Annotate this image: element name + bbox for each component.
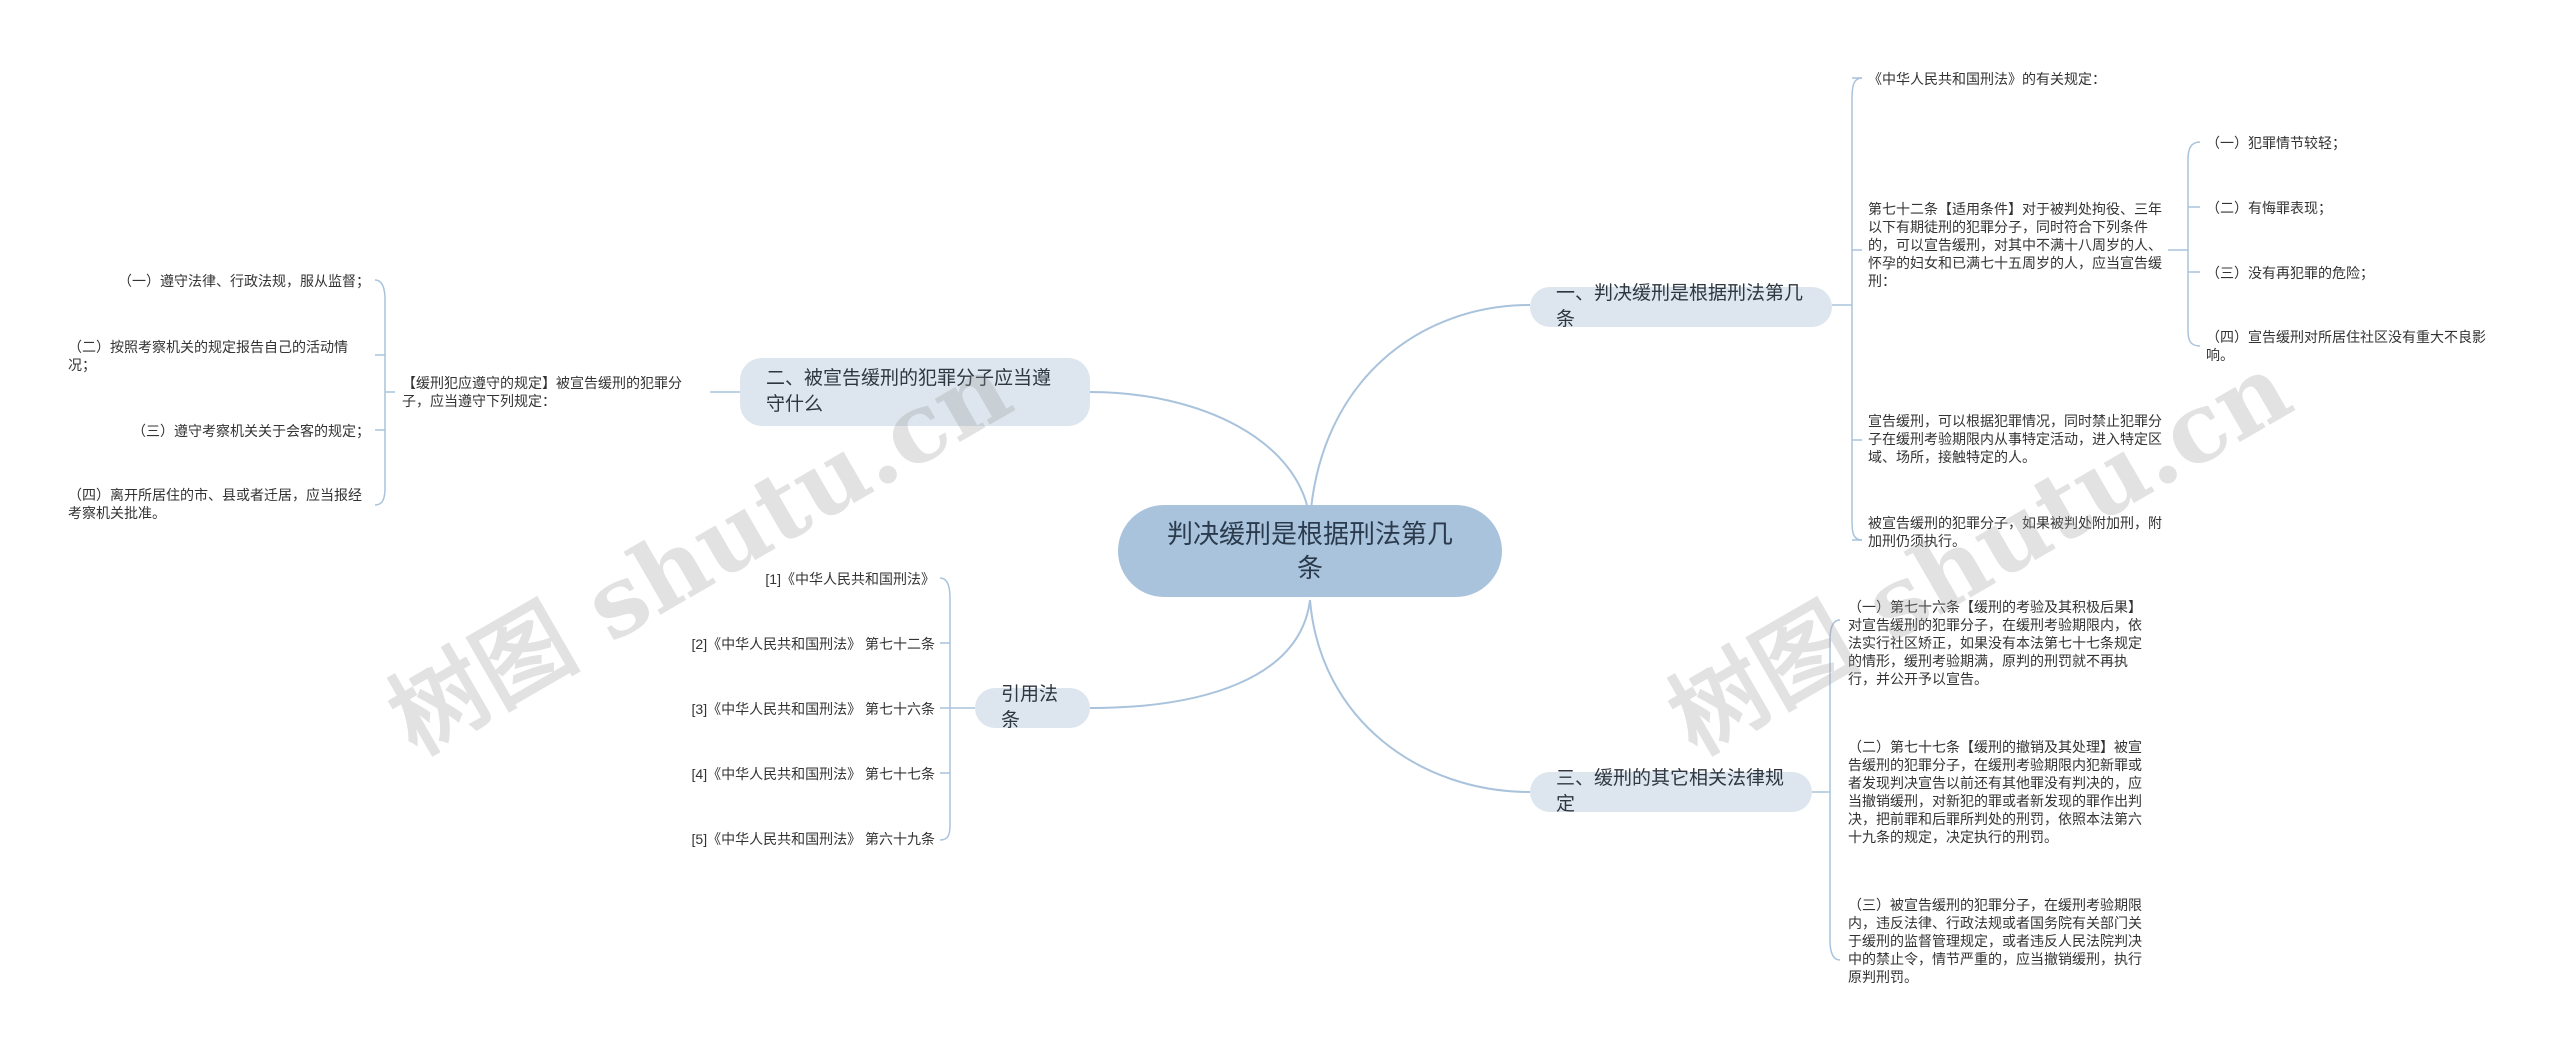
bracket-b1-sub — [2168, 141, 2201, 347]
b1-item-3[interactable]: 被宣告缓刑的犯罪分子，如果被判处附加刑，附加刑仍须执行。 — [1868, 515, 2162, 549]
b2-sub-item-3[interactable]: （四）离开所居住的市、县或者迁居，应当报经考察机关批准。 — [68, 487, 362, 521]
b4-item-1[interactable]: [2]《中华人民共和国刑法》 第七十二条 — [691, 636, 935, 652]
b4-item-2[interactable]: [3]《中华人民共和国刑法》 第七十六条 — [691, 701, 935, 717]
b3-item-1[interactable]: （二）第七十七条【缓刑的撤销及其处理】被宣告缓刑的犯罪分子，在缓刑考验期限内犯新… — [1848, 739, 2142, 845]
branch-1-label: 一、判决缓刑是根据刑法第几条 — [1556, 283, 1804, 330]
link-root-b2 — [1089, 391, 1311, 521]
b2-sub-item-1[interactable]: （二）按照考察机关的规定报告自己的活动情况； — [68, 339, 348, 373]
b1-sub-item-2[interactable]: （三）没有再犯罪的危险； — [2206, 265, 2374, 281]
b3-item-0[interactable]: （一）第七十六条【缓刑的考验及其积极后果】对宣告缓刑的犯罪分子，在缓刑考验期限内… — [1848, 599, 2142, 687]
link-root-b4 — [1089, 599, 1311, 709]
b4-item-4[interactable]: [5]《中华人民共和国刑法》 第六十九条 — [691, 831, 935, 847]
b1-item-2[interactable]: 宣告缓刑，可以根据犯罪情况，同时禁止犯罪分子在缓刑考验期限内从事特定活动，进入特… — [1868, 413, 2162, 465]
b1-sub-item-3[interactable]: （四）宣告缓刑对所居住社区没有重大不良影响。 — [2206, 329, 2486, 363]
branch-node-3[interactable]: 三、缓刑的其它相关法律规定 — [1530, 768, 1812, 815]
b1-item-1[interactable]: 第七十二条【适用条件】对于被判处拘役、三年以下有期徒刑的犯罪分子，同时符合下列条… — [1868, 201, 2162, 289]
link-root-b1 — [1309, 304, 1531, 521]
b1-sub-item-1[interactable]: （二）有悔罪表现； — [2206, 200, 2332, 216]
root-node[interactable]: 判决缓刑是根据刑法第几条 — [1118, 505, 1502, 597]
b4-item-3[interactable]: [4]《中华人民共和国刑法》 第七十七条 — [691, 766, 935, 782]
bracket-b2-sub — [374, 279, 395, 506]
b2-item[interactable]: 【缓刑犯应遵守的规定】被宣告缓刑的犯罪分子，应当遵守下列规定： — [402, 375, 682, 409]
bracket-b1 — [1832, 77, 1863, 541]
b1-sub-item-0[interactable]: （一）犯罪情节较轻； — [2206, 135, 2346, 151]
branch-node-1[interactable]: 一、判决缓刑是根据刑法第几条 — [1530, 283, 1832, 330]
b2-sub-item-2[interactable]: （三）遵守考察机关关于会客的规定； — [132, 423, 370, 439]
b2-sub-item-0[interactable]: （一）遵守法律、行政法规，服从监督； — [118, 273, 370, 289]
b3-item-2[interactable]: （三）被宣告缓刑的犯罪分子，在缓刑考验期限内，违反法律、行政法规或者国务院有关部… — [1848, 897, 2142, 985]
link-root-b3 — [1309, 599, 1531, 793]
b4-item-0[interactable]: [1]《中华人民共和国刑法》 — [765, 571, 935, 587]
root-label: 判决缓刑是根据刑法第几条 — [1166, 519, 1453, 583]
branch-node-2[interactable]: 二、被宣告缓刑的犯罪分子应当遵守什么 — [740, 358, 1090, 426]
branch-3-label: 三、缓刑的其它相关法律规定 — [1556, 768, 1785, 815]
bracket-b3 — [1812, 619, 1841, 961]
bracket-b4 — [939, 577, 975, 841]
branch-node-4[interactable]: 引用法条 — [975, 684, 1090, 731]
branch-2-label: 二、被宣告缓刑的犯罪分子应当遵守什么 — [766, 368, 1052, 415]
b1-item-0[interactable]: 《中华人民共和国刑法》的有关规定： — [1868, 71, 2106, 87]
branch-4-label: 引用法条 — [1001, 684, 1059, 731]
